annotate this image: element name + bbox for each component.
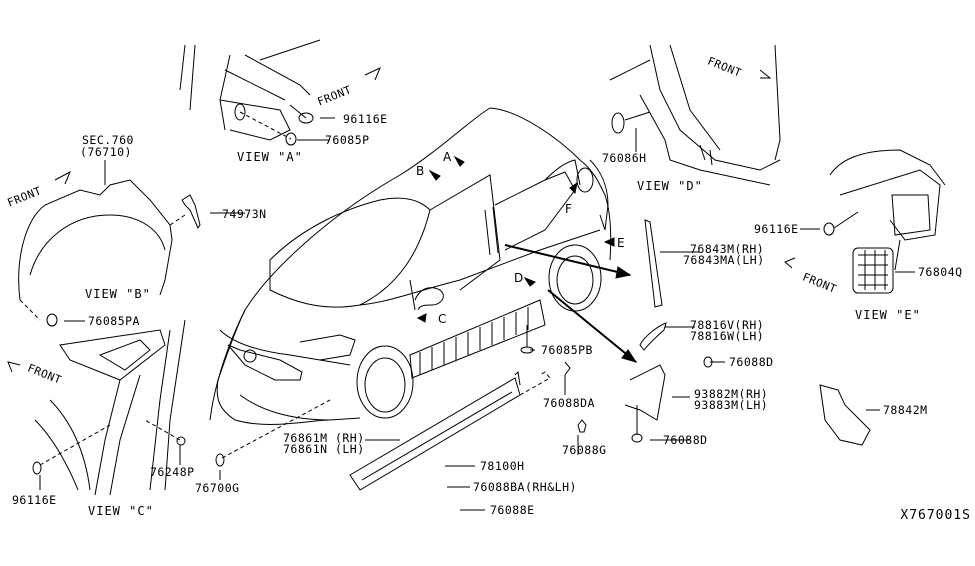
part-label-93883m: 93883M(LH) xyxy=(694,398,769,412)
part-label-76085pb: 76085PB xyxy=(541,343,593,357)
part-label-76861m: 76861M (RH) xyxy=(283,431,365,445)
view-e-caption: VIEW "E" xyxy=(855,308,921,322)
part-label-96116e-view-c: 96116E xyxy=(12,493,57,507)
part-label-76804q: 76804Q xyxy=(918,265,963,279)
location-arrows xyxy=(416,155,615,323)
pointer-arrows xyxy=(504,244,638,363)
part-label-76088da: 76088DA xyxy=(543,396,595,410)
view-b-detail xyxy=(18,160,201,327)
part-label-76088d-lower: 76088D xyxy=(663,433,708,447)
part-label-76248p: 76248P xyxy=(150,465,195,479)
view-b-caption: VIEW "B" xyxy=(85,287,151,301)
part-label-76088ba: 76088BA(RH&LH) xyxy=(473,480,577,494)
right-parts xyxy=(520,219,871,446)
marker-d: D xyxy=(514,271,524,285)
view-d-detail xyxy=(609,44,781,186)
view-e-detail xyxy=(823,149,946,294)
molding-clips xyxy=(409,299,546,379)
section-ref-line2: (76710) xyxy=(80,145,132,159)
part-label-78816v: 78816V(RH) xyxy=(690,318,765,332)
part-label-76843ma: 76843MA(LH) xyxy=(683,253,765,267)
part-label-96116e-view-a: 96116E xyxy=(343,112,388,126)
marker-e: E xyxy=(617,236,625,250)
front-arrows xyxy=(7,67,796,373)
car-body xyxy=(209,107,612,425)
view-a-detail xyxy=(179,39,321,146)
sill-molding xyxy=(349,370,551,491)
part-label-76085pa: 76085PA xyxy=(88,314,140,328)
view-c-caption: VIEW "C" xyxy=(88,504,154,518)
part-label-78100h: 78100H xyxy=(480,459,525,473)
part-label-76843m: 76843M(RH) xyxy=(690,242,765,256)
part-label-78842m: 78842M xyxy=(883,403,928,417)
part-label-76085p: 76085P xyxy=(325,133,370,147)
part-label-76700g: 76700G xyxy=(195,481,240,495)
part-label-93882m: 93882M(RH) xyxy=(694,387,769,401)
marker-c: C xyxy=(438,312,447,326)
part-label-76088e: 76088E xyxy=(490,503,535,517)
marker-b: B xyxy=(416,164,425,178)
part-label-76088g: 76088G xyxy=(562,443,607,457)
view-a-caption: VIEW "A" xyxy=(237,150,303,164)
view-d-caption: VIEW "D" xyxy=(637,179,703,193)
marker-a: A xyxy=(443,150,452,164)
part-label-78816w: 78816W(LH) xyxy=(690,329,765,343)
section-ref-line1: SEC.760 xyxy=(82,133,134,147)
part-label-96116e-view-e: 96116E xyxy=(754,222,799,236)
drawing-code: X767001S xyxy=(900,508,971,523)
leader-lines xyxy=(39,117,915,511)
marker-f: F xyxy=(565,202,572,216)
part-label-76861n: 76861N (LH) xyxy=(283,442,365,456)
part-label-74973n: 74973N xyxy=(222,207,267,221)
part-label-76088d-upper: 76088D xyxy=(729,355,774,369)
part-label-76086h: 76086H xyxy=(602,151,647,165)
view-c-detail xyxy=(32,319,331,496)
